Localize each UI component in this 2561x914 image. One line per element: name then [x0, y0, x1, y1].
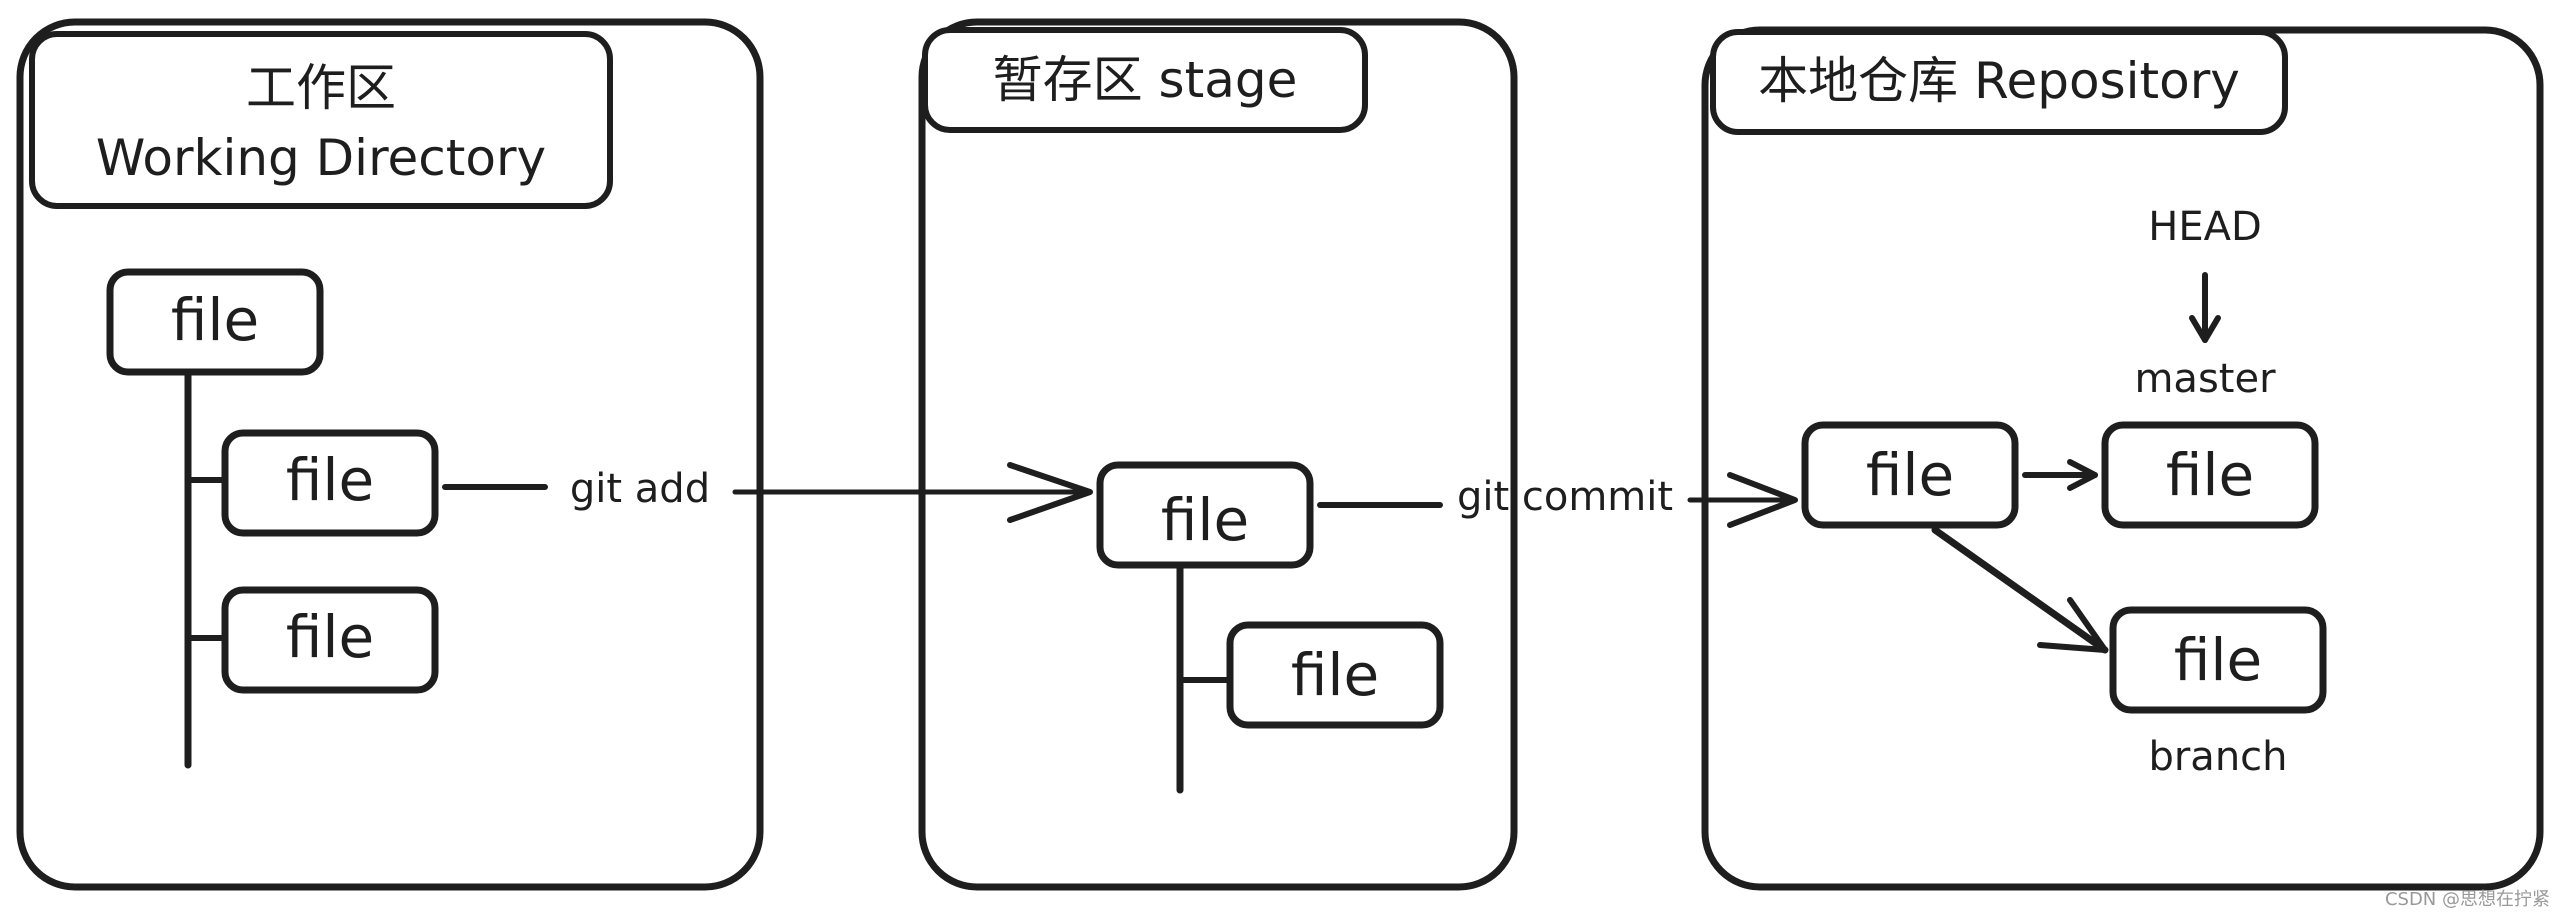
stage-child-file-node: file	[1226, 621, 1444, 729]
repository-zone: 本地仓库 Repository HEAD master file file fi…	[1701, 26, 2544, 891]
working-directory-zone: 工作区 Working Directory file file file	[16, 18, 764, 891]
commit-to-branch-arrow-head	[2037, 597, 2108, 653]
commit-to-branch-arrow-shaft	[1931, 526, 2109, 654]
stage-zone: 暂存区 stage file file	[918, 18, 1518, 891]
repo-master-file-node: file	[2101, 421, 2319, 529]
git-commit-arrow-head	[1727, 472, 1798, 528]
repo-branch-file-label: file	[2174, 626, 2262, 694]
wd-child-file-label-1: file	[286, 446, 374, 514]
stage-child-file-label: file	[1291, 641, 1379, 709]
working-directory-title-en: Working Directory	[96, 129, 546, 187]
wd-parent-file-node: file	[106, 268, 324, 376]
git-commit-label: git commit	[1457, 474, 1673, 520]
stage-title: 暂存区 stage	[993, 51, 1298, 109]
repository-title-box	[1710, 29, 2288, 135]
repo-commit-file-node: file	[1801, 421, 2019, 529]
wd-child-file-node-2: file	[221, 586, 439, 694]
stage-title-box	[922, 27, 1368, 133]
repo-commit-file-label: file	[1866, 441, 1954, 509]
head-label: HEAD	[2148, 204, 2262, 250]
git-add-arrow-head	[1007, 462, 1093, 523]
repo-master-file-label: file	[2166, 441, 2254, 509]
git-commit-edge: git commit	[1317, 472, 1798, 528]
stage-parent-file-node: file	[1096, 461, 1314, 569]
stage-parent-file-label: file	[1161, 486, 1249, 554]
master-label: master	[2134, 356, 2276, 402]
working-directory-title-box	[29, 31, 613, 209]
csdn-watermark: CSDN @思想在拧紧	[2385, 889, 2550, 910]
repo-branch-file-node: file	[2109, 606, 2327, 714]
stage-zone-border	[918, 18, 1518, 891]
git-add-edge: git add	[442, 462, 1093, 523]
repository-title: 本地仓库 Repository	[1758, 52, 2240, 110]
commit-to-master-arrow-head	[2067, 459, 2098, 491]
wd-child-file-label-2: file	[286, 603, 374, 671]
branch-label: branch	[2148, 734, 2287, 780]
head-pointer-arrow-head	[2189, 315, 2221, 343]
working-directory-title-cn: 工作区	[246, 59, 396, 117]
git-add-label: git add	[570, 466, 710, 512]
wd-parent-file-label: file	[171, 286, 259, 354]
wd-child-file-node-1: file	[221, 429, 439, 537]
